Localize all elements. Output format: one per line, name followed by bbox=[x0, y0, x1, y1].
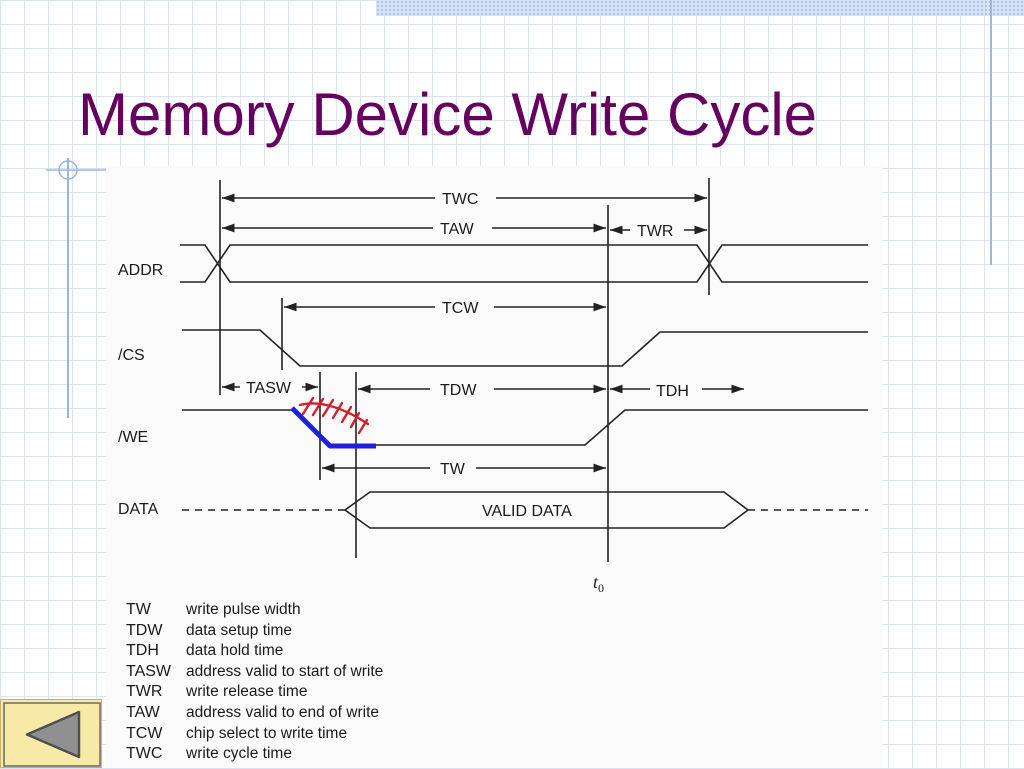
red-hatch-marks bbox=[298, 396, 370, 435]
legend-abbr: TW bbox=[126, 601, 151, 618]
signal-label-addr: ADDR bbox=[118, 262, 163, 279]
t0-label: t0 bbox=[593, 572, 604, 595]
legend-item: TCW chip select to write time bbox=[126, 724, 383, 745]
addr-wave-high bbox=[180, 244, 868, 283]
addr-wave-low bbox=[180, 244, 868, 283]
valid-data-label: VALID DATA bbox=[482, 503, 572, 520]
legend-item: TAW address valid to end of write bbox=[126, 703, 383, 724]
legend-desc: chip select to write time bbox=[186, 724, 348, 742]
interval-label-tw: TW bbox=[440, 461, 466, 478]
legend-abbr: TCW bbox=[126, 724, 163, 742]
interval-label-tcw: TCW bbox=[442, 300, 479, 317]
diagram-paper bbox=[106, 166, 882, 768]
legend-abbr: TASW bbox=[126, 662, 172, 680]
signal-label-we: /WE bbox=[118, 429, 148, 446]
cs-wave bbox=[182, 329, 868, 367]
legend-abbr: TWR bbox=[126, 683, 163, 701]
legend-desc: write release time bbox=[186, 683, 308, 701]
slide-title: Memory Device Write Cycle bbox=[78, 81, 818, 148]
legend-desc: address valid to start of write bbox=[186, 662, 384, 680]
legend-desc: address valid to end of write bbox=[186, 703, 379, 721]
legend-abbr: TDW bbox=[126, 621, 163, 639]
we-wave bbox=[182, 409, 868, 446]
legend-abbr: TWC bbox=[126, 745, 163, 763]
interval-label-tdh: TDH bbox=[656, 383, 689, 400]
legend-desc: data hold time bbox=[186, 642, 284, 660]
legend-desc: data setup time bbox=[186, 621, 292, 639]
legend-item: TWR write release time bbox=[126, 682, 383, 703]
interval-label-tasw: TASW bbox=[246, 380, 292, 397]
signal-label-data: DATA bbox=[118, 501, 159, 518]
signal-label-cs: /CS bbox=[118, 347, 145, 364]
legend-item: TASW address valid to start of write bbox=[126, 662, 383, 683]
interval-label-taw: TAW bbox=[440, 221, 475, 238]
legend-item: TW write pulse width bbox=[126, 600, 383, 621]
legend-item: TDH data hold time bbox=[126, 641, 383, 662]
interval-label-twc: TWC bbox=[442, 191, 478, 208]
legend-desc: write cycle time bbox=[186, 745, 292, 763]
legend-item: TWC write cycle time bbox=[126, 744, 383, 765]
right-decor-line bbox=[990, 0, 992, 265]
we-edge-highlight bbox=[290, 406, 376, 449]
legend-desc: write pulse width bbox=[186, 601, 301, 618]
legend-abbr: TDH bbox=[126, 642, 159, 660]
top-decor-band bbox=[376, 0, 1024, 16]
interval-label-twr: TWR bbox=[637, 223, 673, 240]
legend-item: TDW data setup time bbox=[126, 621, 383, 642]
previous-slide-button[interactable] bbox=[0, 699, 102, 768]
interval-label-tdw: TDW bbox=[440, 382, 477, 399]
triangle-left-icon bbox=[3, 702, 101, 767]
legend-list: TW write pulse width TDW data setup time T… bbox=[126, 600, 383, 765]
legend-abbr: TAW bbox=[126, 703, 160, 721]
